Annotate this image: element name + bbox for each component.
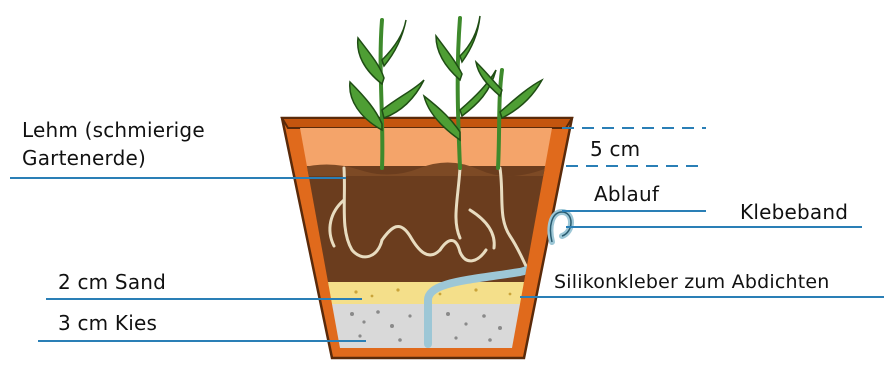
label-klebeband: Klebeband <box>740 200 848 224</box>
label-ablauf: Ablauf <box>594 182 659 206</box>
label-lehm-line2: Gartenerde) <box>22 146 146 170</box>
pot-rim <box>282 118 572 128</box>
label-kies: 3 cm Kies <box>58 311 157 335</box>
label-depth: 5 cm <box>590 137 640 161</box>
label-sand: 2 cm Sand <box>58 270 166 294</box>
label-silikon: Silikonkleber zum Abdichten <box>554 270 830 294</box>
label-lehm-line1: Lehm (schmierige <box>22 118 205 142</box>
